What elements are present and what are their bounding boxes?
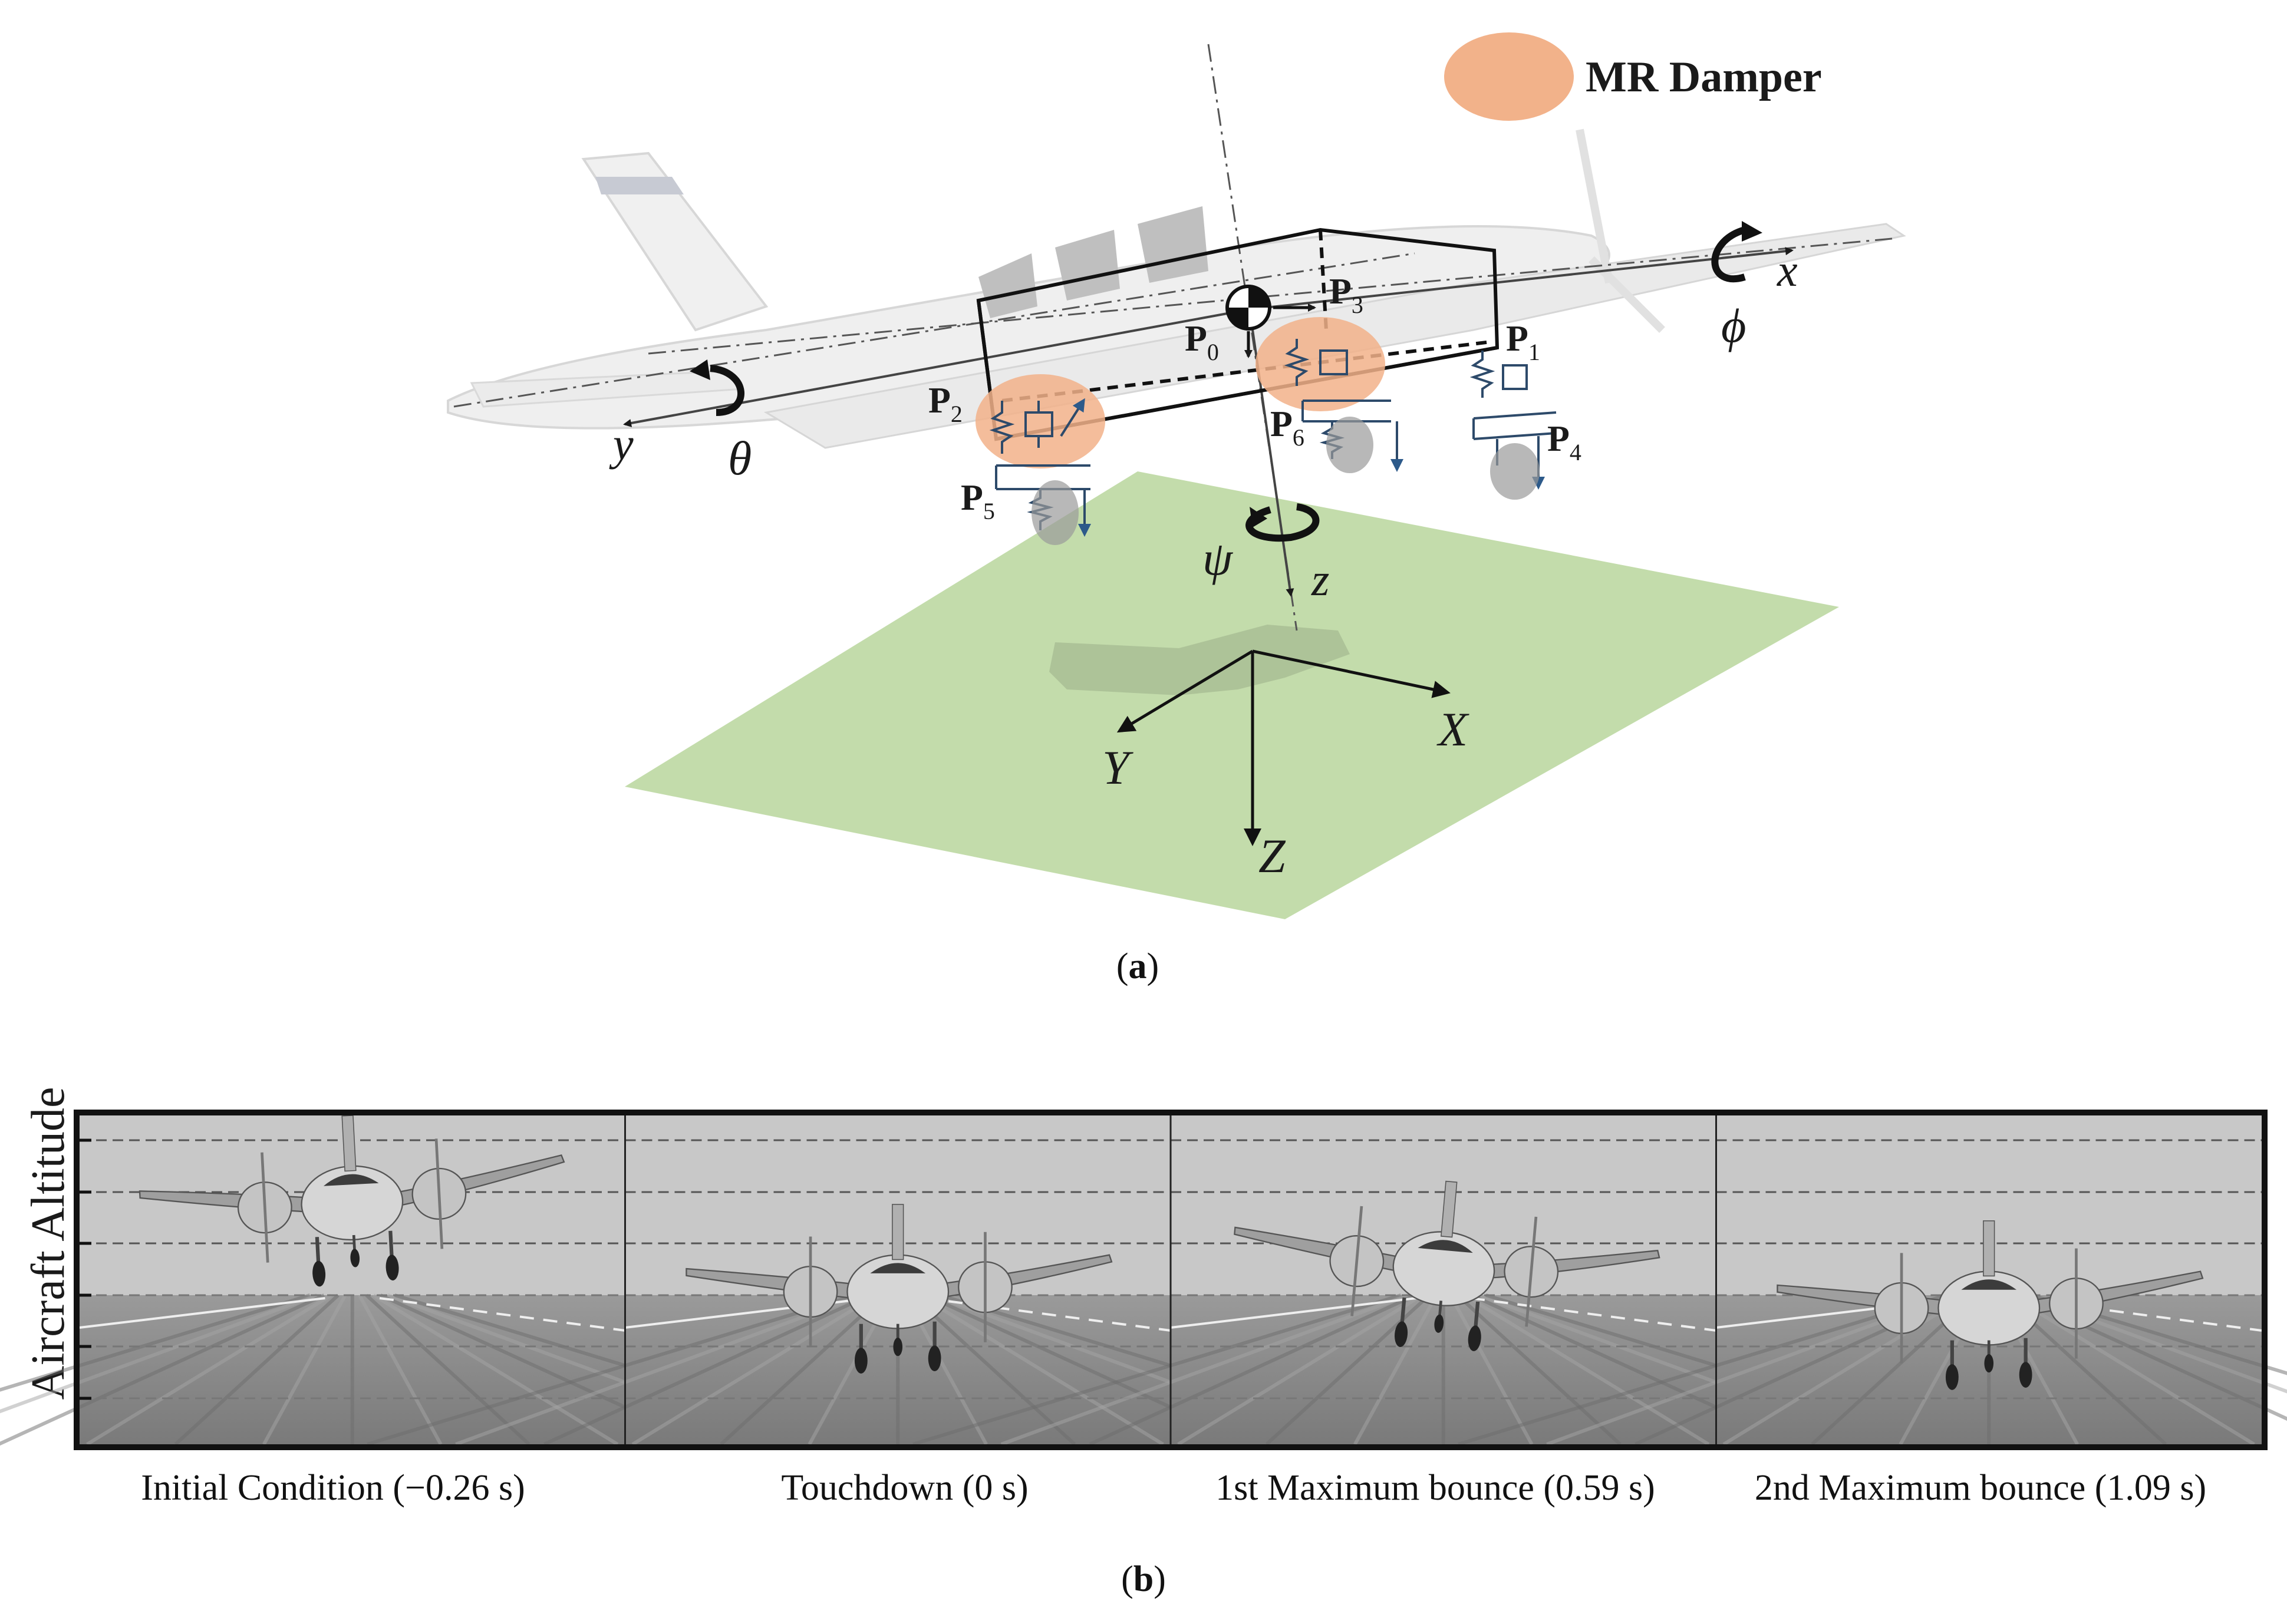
sim-frame-1 — [0, 1104, 884, 1446]
runway-streak — [1464, 1293, 1710, 1446]
runway-streak — [174, 1293, 340, 1446]
aircraft-illustration — [447, 128, 1906, 449]
sim-frame-2 — [367, 1115, 1429, 1446]
rotation-arrow-x-icon — [1711, 226, 1746, 283]
legend-swatch — [1444, 32, 1574, 121]
label-p1: P1 — [1506, 319, 1540, 365]
panel-a: P0 P1 P2 P3 P4 P5 P6 x y z ϕ θ ψ X Y Z M… — [447, 32, 1906, 986]
rotation-arrowhead-x — [1742, 221, 1762, 242]
runway-streak — [262, 1294, 347, 1445]
runway-streak — [1458, 1293, 1947, 1446]
label-p5: P5 — [961, 478, 995, 524]
label-p3: P3 — [1329, 272, 1363, 318]
altitude-ticks — [77, 1138, 91, 1400]
label-p0: P0 — [1185, 319, 1219, 365]
label-inertial-Z: Z — [1258, 829, 1286, 883]
frame-label-4: 2nd Maximum bounce (1.09 s) — [1755, 1468, 2206, 1508]
runway-streak — [1177, 1293, 1423, 1446]
plane-shadow — [1049, 625, 1350, 695]
runway-streak — [911, 1293, 1076, 1446]
runway-streak — [1449, 1294, 1534, 1445]
runway-streak — [373, 1293, 619, 1446]
legend: MR Damper — [1444, 32, 1822, 121]
wheel-left — [1032, 480, 1079, 545]
runway-streak — [912, 1293, 1402, 1446]
label-psi: ψ — [1202, 532, 1234, 585]
runway-streak — [0, 1293, 311, 1392]
frame-label-3: 1st Maximum bounce (0.59 s) — [1215, 1468, 1655, 1508]
sim-frame-4 — [1458, 1115, 2287, 1446]
runway-streak — [358, 1294, 443, 1445]
label-theta: θ — [728, 431, 752, 485]
caption-a: (a) — [1116, 946, 1159, 986]
runway-streak — [455, 1293, 864, 1446]
runway-streak — [1722, 1293, 1969, 1446]
inertial-frame — [1116, 649, 1451, 846]
rotation-arrow-y-icon — [710, 365, 744, 416]
runway-edge-line — [925, 1297, 1171, 1332]
label-body-x: x — [1777, 245, 1798, 296]
runway-edge-line — [79, 1297, 325, 1329]
rotation-arrow-z-icon — [1245, 503, 1320, 542]
wheel-center — [1326, 417, 1373, 473]
runway-streak — [720, 1293, 885, 1446]
y-axis-label: Aircraft Altitude — [22, 1087, 74, 1400]
runway-edge-line — [2016, 1297, 2262, 1332]
runway-streak — [631, 1293, 878, 1446]
runway-edge-line — [1170, 1297, 1416, 1329]
runway-streak — [1089, 1293, 1416, 1446]
frame-label-1: Initial Condition (−0.26 s) — [141, 1468, 525, 1508]
runway-streak — [0, 1293, 325, 1446]
runway-streak — [1456, 1293, 1622, 1446]
runway-streak — [543, 1293, 871, 1446]
frames-strip — [0, 1104, 2287, 1446]
rotation-arrowhead-z — [1250, 507, 1267, 527]
runway-streak — [86, 1293, 332, 1446]
wheel-right — [1490, 443, 1540, 500]
label-p2: P2 — [928, 381, 963, 427]
label-body-z: z — [1311, 554, 1329, 605]
runway-streak — [367, 1293, 856, 1446]
body-x-axis — [1249, 247, 1794, 311]
legend-label: MR Damper — [1586, 53, 1822, 101]
caption-b: (b) — [1121, 1559, 1166, 1599]
label-p4: P4 — [1547, 419, 1581, 466]
runway-streak — [1353, 1294, 1438, 1445]
runway-edge-line — [1470, 1297, 1716, 1332]
runway-edge-line — [379, 1297, 625, 1332]
ground-plane — [625, 471, 1839, 919]
label-p6: P6 — [1270, 404, 1304, 451]
label-inertial-X: X — [1436, 702, 1469, 756]
body-y-axis — [623, 308, 1250, 427]
label-body-y: y — [609, 418, 634, 470]
x-axis-line — [648, 237, 1893, 355]
runway-streak — [365, 1293, 530, 1446]
mr-damper-left — [976, 374, 1105, 468]
frames-border — [74, 1110, 2268, 1450]
runway-streak — [918, 1293, 1164, 1446]
panel-b: Aircraft Altitude Initial Condition (−0.… — [0, 1087, 2287, 1599]
runway-streak — [0, 1293, 318, 1414]
label-phi: ϕ — [1721, 299, 1746, 352]
y-axis-line — [453, 252, 1415, 408]
runway-streak — [2031, 1293, 2287, 1375]
runway-streak — [1000, 1293, 1409, 1446]
runway-streak — [2009, 1293, 2255, 1446]
frame-label-2: Touchdown (0 s) — [781, 1468, 1028, 1508]
label-inertial-Y: Y — [1102, 741, 1133, 794]
center-of-gravity-icon — [1225, 285, 1316, 358]
rotation-arrowhead-y — [690, 359, 710, 380]
